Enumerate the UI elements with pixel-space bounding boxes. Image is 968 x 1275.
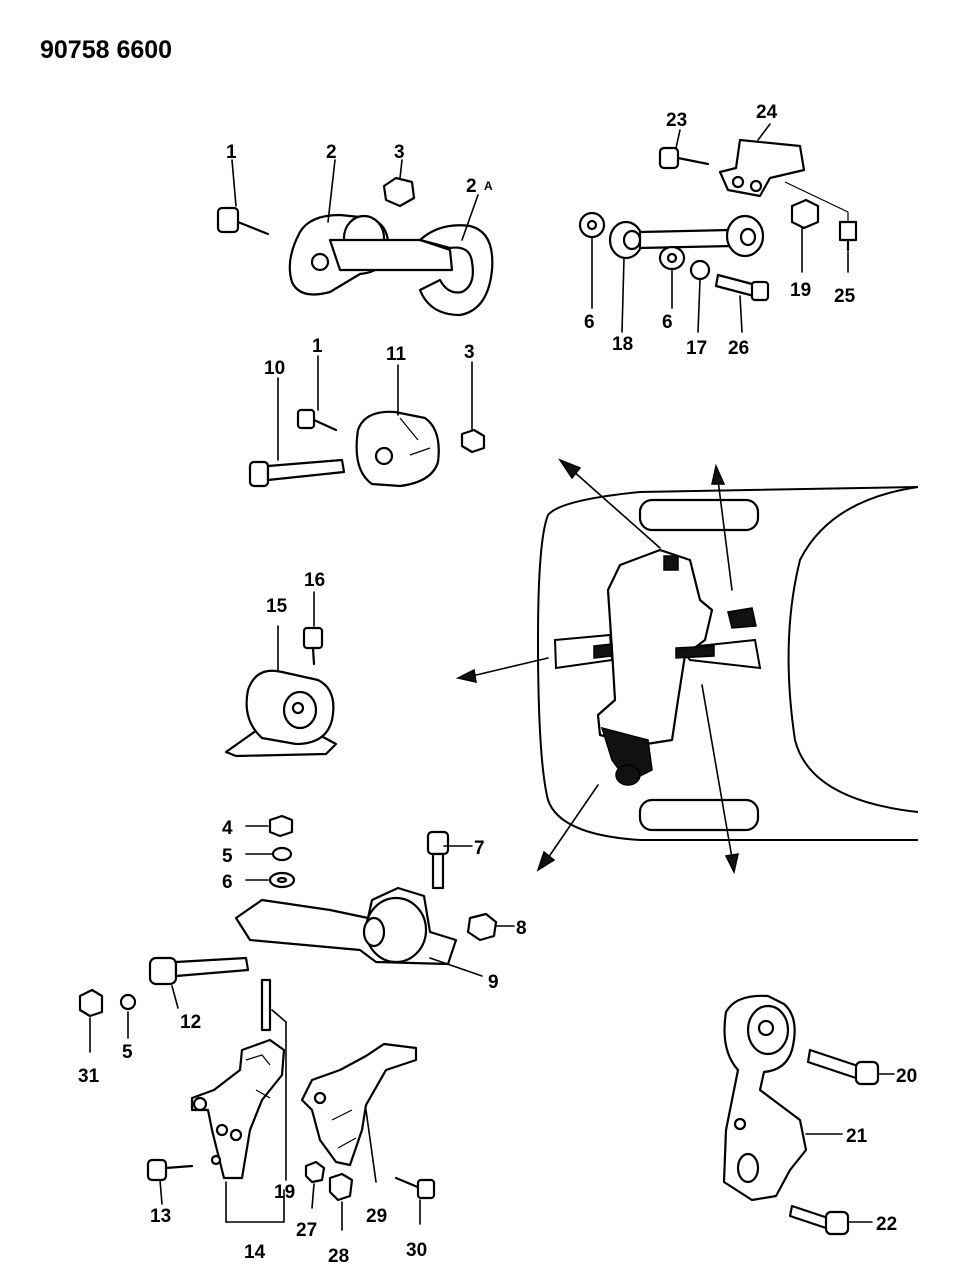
mount-location-right	[727, 607, 757, 629]
callout-23: 23	[666, 110, 687, 131]
callout-18: 18	[612, 334, 633, 355]
callout-13: 13	[150, 1206, 171, 1227]
callout-12: 12	[180, 1012, 201, 1033]
callout-2: 2	[326, 142, 337, 163]
callout-15: 15	[266, 596, 288, 617]
torque-rod-assembly	[578, 123, 858, 333]
callout-25: 25	[834, 286, 856, 307]
callout-29: 29	[366, 1206, 387, 1227]
diagram-code: 90758 6600	[40, 36, 172, 64]
callout-5-upper: 5	[222, 846, 233, 867]
callout-2a-suffix: A	[484, 179, 493, 193]
callout-20: 20	[896, 1066, 917, 1087]
callout-6-lower: 6	[222, 872, 233, 893]
callout-17: 17	[686, 338, 707, 359]
right-mount-assembly	[722, 994, 895, 1236]
callout-14: 14	[244, 1242, 266, 1263]
callout-27: 27	[296, 1220, 317, 1241]
callout-11: 11	[386, 344, 407, 365]
callout-22: 22	[876, 1214, 897, 1235]
bolt-23	[658, 129, 710, 170]
callout-16: 16	[304, 570, 325, 591]
front-mount-assembly	[78, 814, 515, 1053]
front-wheel-upper	[638, 498, 760, 532]
callout-1-middle: 1	[312, 336, 323, 357]
callout-3: 3	[394, 142, 405, 163]
front-wheel-lower	[638, 798, 760, 832]
callout-7: 7	[474, 838, 485, 859]
callout-9: 9	[488, 972, 499, 993]
left-mount-assembly	[224, 591, 338, 758]
callout-19-lower: 19	[274, 1182, 295, 1203]
callout-10: 10	[264, 358, 285, 379]
callout-3-middle: 3	[464, 342, 475, 363]
callout-30: 30	[406, 1240, 427, 1261]
mount-location-rear	[663, 555, 679, 571]
callout-6-upper-left: 6	[584, 312, 595, 333]
callout-2a: 2	[466, 176, 477, 197]
callout-5-lower: 5	[122, 1042, 133, 1063]
rear-mount-assembly	[248, 355, 486, 488]
callout-6-upper-right: 6	[662, 312, 673, 333]
callout-26: 26	[728, 338, 749, 359]
callout-4: 4	[222, 818, 233, 839]
callout-31: 31	[78, 1066, 100, 1087]
callout-24: 24	[756, 102, 778, 123]
upper-mount-assembly	[216, 159, 494, 317]
callout-21: 21	[846, 1126, 868, 1147]
bolt-1	[216, 159, 270, 236]
mount-location-front	[675, 645, 715, 659]
callout-8: 8	[516, 918, 527, 939]
callout-19-upper: 19	[790, 280, 811, 301]
vehicle-chassis-outline	[536, 486, 919, 841]
callout-1: 1	[226, 142, 237, 163]
engine-block	[596, 548, 714, 747]
callout-28: 28	[328, 1246, 349, 1267]
pointer-arrows	[455, 458, 739, 875]
lower-bracket-assembly	[146, 978, 436, 1231]
mount-location-left	[593, 643, 613, 659]
